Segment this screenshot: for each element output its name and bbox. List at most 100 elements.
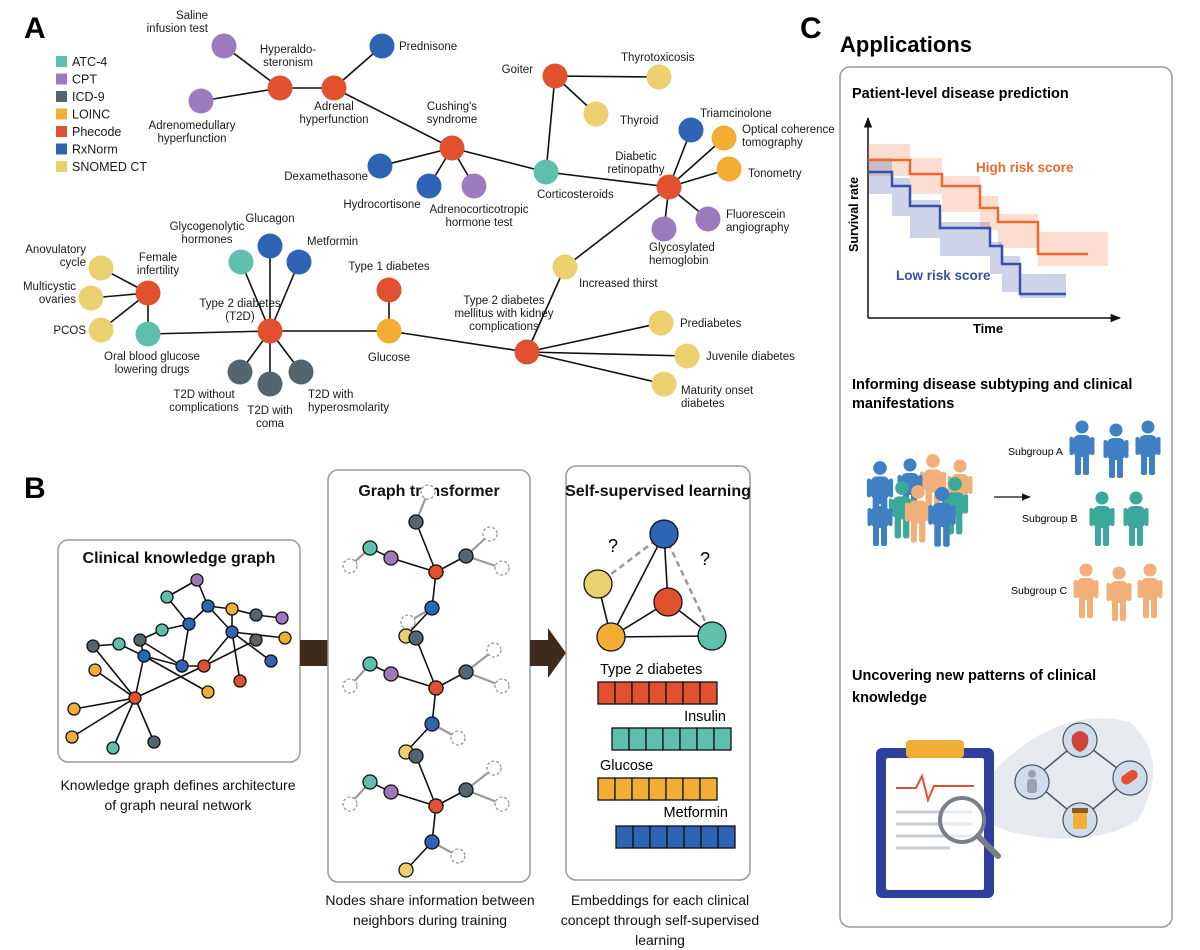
- node-diabret: [656, 174, 682, 200]
- clipboard-clip: [906, 740, 964, 758]
- node-label-thyroid: Thyroid: [620, 115, 658, 127]
- person-icon: [1103, 423, 1129, 478]
- section-heading-prediction: Patient-level disease prediction: [852, 86, 1069, 102]
- graph-edge: [526, 266, 566, 353]
- embedding-cell: [597, 681, 616, 705]
- legend-label-rxnorm: RxNorm: [72, 143, 118, 157]
- node-metformin: [286, 249, 312, 275]
- section-heading-patterns-line1: Uncovering new patterns of clinical: [852, 668, 1096, 684]
- node-t2d: [257, 318, 283, 344]
- kg-caption-line2: of graph neural network: [104, 797, 252, 813]
- legend-swatch-loinc: [56, 108, 67, 120]
- node-anov: [88, 255, 114, 281]
- gt-node: [424, 834, 440, 850]
- gt-node: [408, 748, 424, 764]
- kg-title: Clinical knowledge graph: [83, 550, 276, 567]
- legend-swatch-atc4: [56, 56, 67, 67]
- graph-edge: [200, 87, 281, 102]
- subgroup-b-label: Subgroup B: [1022, 513, 1077, 525]
- node-label-metformin: Metformin: [307, 236, 358, 248]
- legend-label-phecode: Phecode: [72, 125, 121, 139]
- question-mark-2: ?: [700, 549, 710, 569]
- node-juvenile: [674, 343, 700, 369]
- node-glychem: [651, 216, 677, 242]
- flow-arrow-1: [300, 640, 328, 666]
- graph-edges: [90, 45, 730, 385]
- legend-swatch-rxnorm: [56, 143, 67, 155]
- gt-mini-graphs: [342, 484, 510, 878]
- node-label-glucose: Glucose: [368, 352, 410, 364]
- panel-c-letter: C: [800, 12, 822, 45]
- node-t2dhyper: [288, 359, 314, 385]
- section-heading-subtyping-line1: Informing disease subtyping and clinical: [852, 377, 1132, 393]
- node-saline: [211, 33, 237, 59]
- kg-mini-node: [65, 730, 79, 744]
- person-icon: [1137, 563, 1163, 618]
- embedding-cell: [699, 681, 718, 705]
- node-t2dkidney: [514, 339, 540, 365]
- embedding-cell: [631, 681, 650, 705]
- ssl-node-rxnorm: [649, 519, 679, 549]
- kg-mini-node: [190, 573, 204, 587]
- ssl-node-phecode: [653, 587, 683, 617]
- graph-edge: [147, 330, 271, 335]
- kg-mini-node: [155, 623, 169, 637]
- kg-mini-node: [233, 674, 247, 688]
- embedding-cell: [648, 777, 667, 801]
- ssl-caption-line2: concept through self-supervised: [561, 912, 759, 928]
- gt-node: [362, 774, 378, 790]
- gt-node: [458, 548, 474, 564]
- node-glycogen: [228, 249, 254, 275]
- kg-mini-node: [201, 599, 215, 613]
- gt-node: [408, 514, 424, 530]
- graph-edge: [545, 75, 556, 173]
- person-icon: [1073, 563, 1099, 618]
- embedding-cell: [614, 777, 633, 801]
- section-heading-subtyping-line2: manifestations: [852, 396, 954, 412]
- graph-edge: [526, 322, 662, 353]
- legend-label-atc4: ATC-4: [72, 55, 107, 69]
- node-label-cortico: Corticosteroids: [537, 189, 614, 201]
- gt-node: [383, 550, 399, 566]
- kg-mini-node: [147, 735, 161, 749]
- kg-mini-node: [225, 625, 239, 639]
- kg-caption-line1: Knowledge graph defines architecture: [60, 777, 295, 793]
- node-adrenomed: [188, 88, 214, 114]
- kg-mini-node: [112, 637, 126, 651]
- graph-edge: [333, 87, 453, 149]
- gt-center-node: [428, 798, 444, 814]
- legend-swatch-phecode: [56, 126, 67, 137]
- kg-mini-node: [88, 663, 102, 677]
- section-heading-patterns-line2: knowledge: [852, 690, 927, 706]
- embedding-cell: [662, 727, 681, 751]
- embedding-cell: [648, 681, 667, 705]
- ssl-node-loinc: [596, 622, 626, 652]
- ssl-caption-line1: Embeddings for each clinical: [571, 892, 749, 908]
- person-icon: [867, 491, 893, 546]
- embedding-cell: [628, 727, 647, 751]
- person-icon: [1123, 491, 1149, 546]
- embedding-cell: [717, 825, 736, 849]
- embedding-cell: [682, 681, 701, 705]
- kg-mini-node: [278, 631, 292, 645]
- embedding-cell: [665, 681, 684, 705]
- question-mark-1: ?: [608, 536, 618, 556]
- node-oct: [711, 125, 737, 151]
- graph-edge: [554, 75, 660, 78]
- ssl-caption-line3: learning: [635, 932, 685, 948]
- kg-mini-graph: [65, 573, 292, 755]
- flow-arrow-2: [530, 628, 566, 678]
- graph-edge: [526, 351, 665, 385]
- person-icon: [1106, 566, 1132, 621]
